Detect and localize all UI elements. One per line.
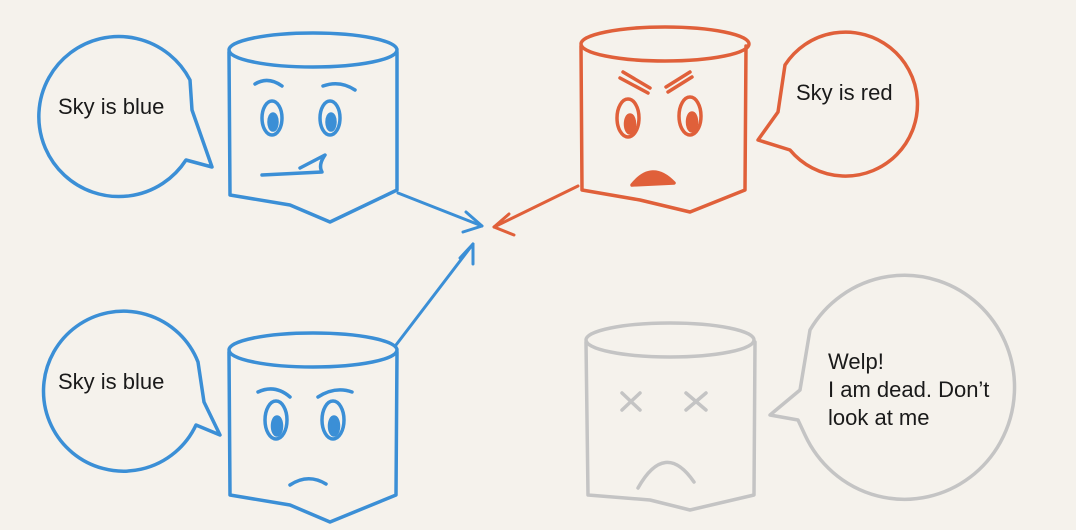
- arrow-icon: [492, 184, 580, 237]
- arrow-icon: [394, 242, 475, 347]
- speech-bubble-blue-top: [37, 34, 214, 199]
- arrow-icon: [396, 191, 484, 234]
- frown-face-icon: [256, 387, 354, 487]
- speech-bubble-blue-bottom: [41, 309, 222, 473]
- cylinder-node-icon: [227, 331, 399, 524]
- node-red: [579, 25, 920, 214]
- node-blue-top: [37, 31, 399, 224]
- cylinder-node-icon: [584, 321, 757, 512]
- smug-face-icon: [253, 78, 357, 177]
- angry-face-icon: [615, 70, 703, 187]
- speech-text-blue-bottom: Sky is blue: [58, 369, 165, 394]
- cylinder-node-icon: [579, 25, 751, 214]
- node-gray: [584, 273, 1017, 512]
- speech-bubble-red: [756, 30, 920, 178]
- speech-text-blue-top: Sky is blue: [58, 94, 165, 119]
- dead-face-icon: [620, 391, 708, 490]
- cylinder-node-icon: [227, 31, 399, 224]
- speech-text-gray: Welp! I am dead. Don’t look at me: [828, 349, 990, 430]
- speech-text-red: Sky is red: [796, 80, 893, 105]
- node-blue-bottom: [41, 309, 399, 524]
- speech-bubble-gray: [768, 273, 1017, 501]
